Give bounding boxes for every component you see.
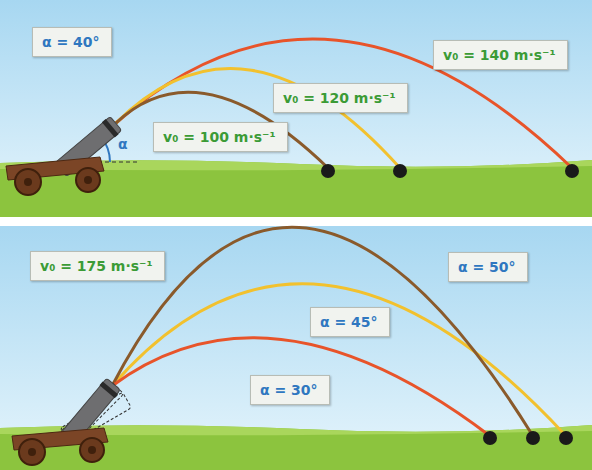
cannon bbox=[6, 116, 140, 195]
barrel-ring bbox=[99, 381, 118, 398]
value-box: α = 45° bbox=[310, 307, 390, 337]
cannonballs bbox=[321, 164, 579, 178]
ground bbox=[0, 425, 592, 470]
trajectories bbox=[116, 39, 572, 168]
value-label: α = 30° bbox=[260, 381, 320, 399]
trajectories bbox=[112, 227, 566, 436]
panel-background bbox=[0, 0, 592, 217]
value-label: v₀ = 120 m·s⁻¹ bbox=[283, 89, 398, 107]
cannon bbox=[12, 378, 131, 465]
cannonball bbox=[393, 164, 407, 178]
wheel bbox=[76, 168, 100, 192]
wheel bbox=[19, 439, 45, 465]
angle-label: α bbox=[118, 136, 128, 152]
wheel bbox=[15, 169, 41, 195]
value-box: v₀ = 120 m·s⁻¹ bbox=[273, 83, 408, 113]
wheel-hub bbox=[88, 446, 96, 454]
value-box: α = 40° bbox=[32, 27, 112, 57]
cannonball bbox=[321, 164, 335, 178]
value-box: v₀ = 140 m·s⁻¹ bbox=[433, 40, 568, 70]
cannonball bbox=[559, 431, 573, 445]
ground bbox=[0, 160, 592, 217]
trajectory bbox=[116, 39, 572, 168]
trajectory bbox=[112, 284, 566, 436]
sky bbox=[0, 0, 592, 217]
value-box: v₀ = 175 m·s⁻¹ bbox=[30, 251, 165, 281]
value-label: α = 50° bbox=[458, 258, 518, 276]
wheel bbox=[80, 438, 104, 462]
value-box: α = 30° bbox=[250, 375, 330, 405]
cannonballs bbox=[483, 431, 573, 445]
cannonball bbox=[483, 431, 497, 445]
value-box: α = 50° bbox=[448, 252, 528, 282]
value-label: v₀ = 140 m·s⁻¹ bbox=[443, 46, 558, 64]
barrel-ring bbox=[102, 119, 119, 138]
sky bbox=[0, 226, 592, 470]
value-label: v₀ = 100 m·s⁻¹ bbox=[163, 128, 278, 146]
value-label: v₀ = 175 m·s⁻¹ bbox=[40, 257, 155, 275]
wheel-hub bbox=[24, 178, 32, 186]
value-label: α = 45° bbox=[320, 313, 380, 331]
trajectory bbox=[112, 227, 533, 436]
panel-background bbox=[0, 226, 592, 470]
value-box: v₀ = 100 m·s⁻¹ bbox=[153, 122, 288, 152]
wheel-hub bbox=[84, 176, 92, 184]
cannonball bbox=[526, 431, 540, 445]
trajectory bbox=[112, 338, 490, 436]
wheel-hub bbox=[28, 448, 36, 456]
cannonball bbox=[565, 164, 579, 178]
value-label: α = 40° bbox=[42, 33, 102, 51]
